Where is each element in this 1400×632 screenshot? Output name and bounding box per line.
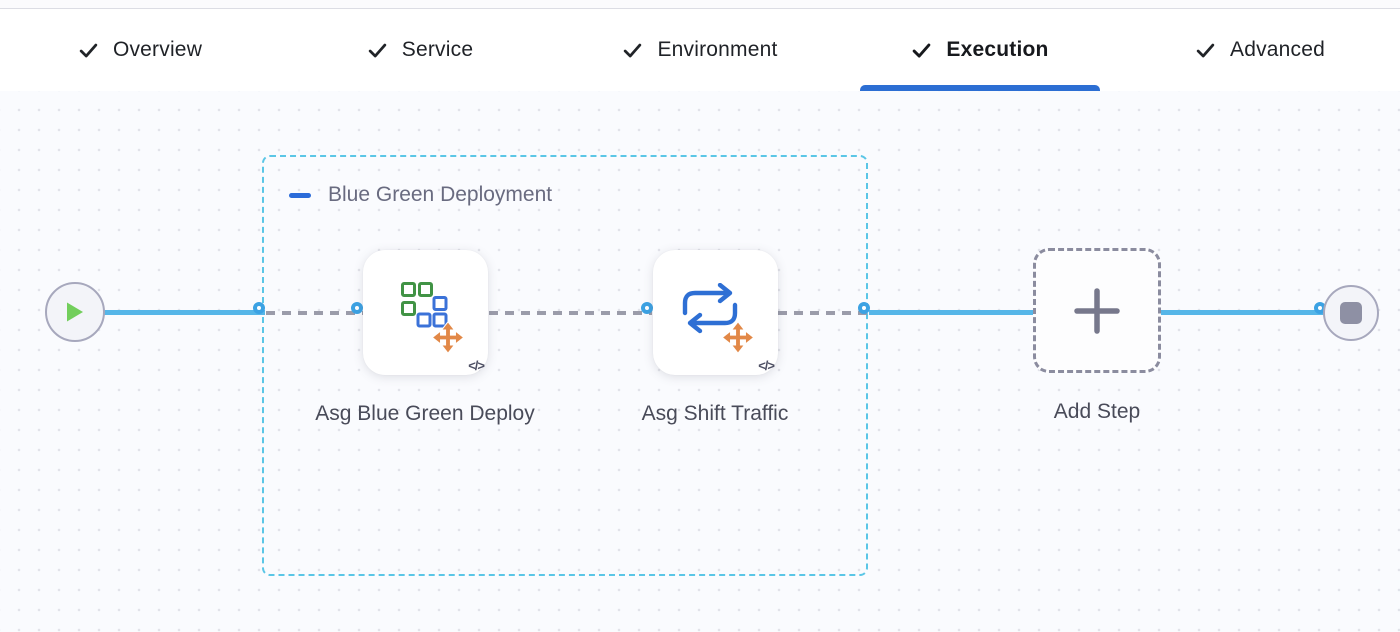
step-label: Asg Blue Green Deploy: [315, 402, 535, 425]
add-step-button[interactable]: [1033, 248, 1161, 373]
tab-label: Service: [401, 38, 474, 61]
connector-line: [869, 310, 1034, 315]
tab-label: Advanced: [1229, 38, 1325, 61]
check-icon: [624, 43, 642, 57]
tab-label: Environment: [657, 38, 778, 61]
play-icon: [67, 302, 83, 322]
tab-execution[interactable]: Execution: [840, 9, 1120, 91]
asg-shift-traffic-icon: [682, 283, 738, 334]
connector-dot: [253, 302, 265, 314]
step-label: Asg Shift Traffic: [641, 402, 789, 425]
tab-label: Execution: [946, 38, 1049, 61]
move-arrows-icon: [432, 321, 464, 354]
plus-icon: [1074, 287, 1120, 334]
code-badge: </>: [468, 358, 485, 373]
connector-dot: [351, 302, 363, 314]
tab-label: Overview: [112, 38, 203, 61]
code-badge: </>: [758, 358, 775, 373]
add-step-label: Add Step: [1053, 400, 1141, 423]
connector-dot: [641, 302, 653, 314]
step-asg-shift-traffic[interactable]: </>: [653, 250, 778, 375]
connector-line-dashed: [489, 311, 652, 315]
end-node: [1323, 285, 1379, 341]
check-icon: [1196, 43, 1215, 57]
connector-line: [99, 310, 265, 315]
stage-group-blue-green-deployment: Blue Green Deployment: [262, 155, 868, 576]
move-arrows-icon: [722, 321, 754, 354]
step-asg-blue-green-deploy[interactable]: </>: [363, 250, 488, 375]
connector-line-dashed: [778, 311, 869, 315]
top-strip: [0, 0, 1400, 9]
active-tab-underline: [860, 85, 1100, 91]
group-label: Blue Green Deployment: [328, 183, 553, 206]
connector-line-dashed: [266, 311, 363, 315]
minus-icon[interactable]: [289, 192, 311, 198]
start-node: [45, 282, 105, 342]
asg-blue-green-deploy-icon: [401, 282, 448, 328]
check-icon: [79, 43, 98, 57]
tab-advanced[interactable]: Advanced: [1120, 9, 1400, 91]
check-icon: [368, 43, 386, 57]
tab-overview[interactable]: Overview: [0, 9, 280, 91]
connector-dot: [858, 302, 870, 314]
group-header: Blue Green Deployment: [289, 183, 552, 207]
tab-environment[interactable]: Environment: [560, 9, 840, 91]
pipeline-canvas[interactable]: Blue Green Deployment: [0, 91, 1400, 632]
connector-line: [1161, 310, 1326, 315]
check-icon: [913, 43, 931, 58]
wizard-tabbar: Overview Service Environment Execution A…: [0, 9, 1400, 91]
stop-icon: [1340, 302, 1362, 324]
tab-service[interactable]: Service: [280, 9, 560, 91]
